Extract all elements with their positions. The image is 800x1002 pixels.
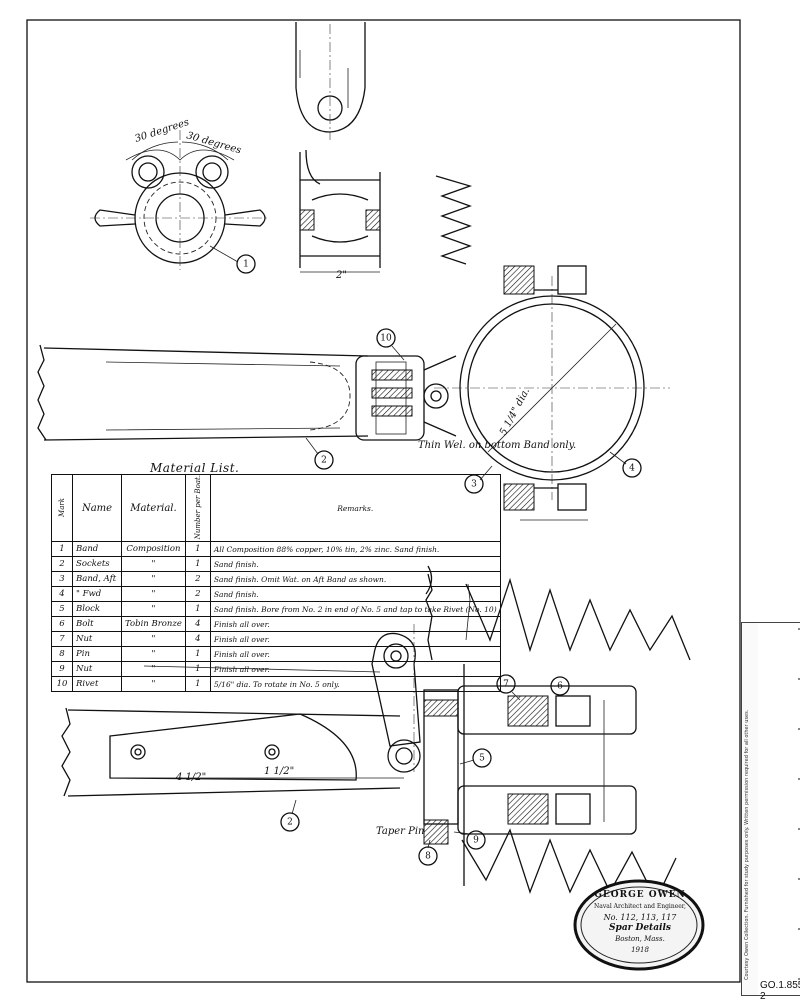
svg-text:6: 6	[557, 682, 563, 692]
stamp-inner-border	[580, 886, 698, 964]
callout-8: 8	[418, 839, 438, 866]
col-mark: Mark	[51, 473, 73, 543]
dim-1-5-label: 1 1/2"	[264, 766, 294, 777]
spar-socket-assembly	[37, 265, 670, 521]
callout-4: 4	[609, 451, 642, 478]
svg-text:2: 2	[321, 456, 327, 466]
svg-text:8: 8	[425, 852, 431, 862]
svg-text:4: 4	[629, 464, 635, 474]
svg-text:9: 9	[473, 836, 479, 846]
band-front-view	[90, 130, 270, 270]
svg-text:7: 7	[503, 680, 509, 690]
weld-note: Thin Wel. on bottom Band only.	[418, 440, 576, 451]
drafter-stamp: GEORGE OWEN Naval Architect and Engineer…	[588, 890, 692, 956]
col-remarks: Remarks.	[209, 473, 501, 543]
stamp-date: 1918	[631, 946, 649, 954]
stamp-name: GEORGE OWEN	[594, 890, 686, 900]
ruler-note: Courtesy Owen Collection. Furnished for …	[744, 709, 750, 980]
dim-2-label: 2"	[335, 270, 347, 281]
stamp-title: Spar Details	[609, 923, 671, 933]
svg-text:1: 1	[243, 260, 249, 270]
col-material: Material.	[121, 473, 186, 543]
svg-text:10: 10	[380, 334, 392, 344]
col-name: Name	[72, 473, 122, 543]
col-number: Number per Boat.	[184, 473, 211, 543]
callout-1: 1	[209, 245, 256, 274]
plate-suffix: 2	[760, 991, 766, 1002]
ruler-ticks	[758, 623, 800, 995]
table-header-row: Mark Name Material. Number per Boat. Rem…	[51, 473, 501, 543]
plate-number: GO.1.855	[760, 980, 800, 991]
stamp-subtitle: Naval Architect and Engineer,	[594, 903, 686, 910]
stamp-border	[573, 879, 705, 971]
dim-4-5-label: 4 1/2"	[175, 772, 206, 783]
callout-2-upper: 2	[305, 437, 334, 470]
plate-id: GO.1.855 2	[760, 980, 800, 1002]
measuring-ruler	[741, 622, 800, 996]
svg-text:2: 2	[287, 818, 293, 828]
callout-5: 5	[459, 748, 492, 768]
stamp-numbers: No. 112, 113, 117	[603, 913, 677, 922]
stamp-location: Boston, Mass.	[615, 935, 665, 943]
taper-pin-label: Taper Pin	[376, 826, 425, 837]
callout-9: 9	[453, 830, 486, 850]
material-list-table: Mark Name Material. Number per Boat. Rem…	[51, 473, 501, 693]
callout-6: 6	[550, 676, 570, 696]
material-list-title: Material List.	[150, 461, 240, 475]
band-side-section	[299, 149, 473, 273]
sheet-border	[26, 19, 741, 983]
svg-text:5: 5	[479, 754, 485, 764]
spar-end-top	[295, 22, 366, 140]
angle-left-label: 30 degrees	[134, 117, 191, 145]
dim-dia-label: 5 1/4" dia.	[498, 386, 532, 437]
callout-10: 10	[376, 328, 405, 361]
callout-2-lower: 2	[280, 799, 300, 832]
